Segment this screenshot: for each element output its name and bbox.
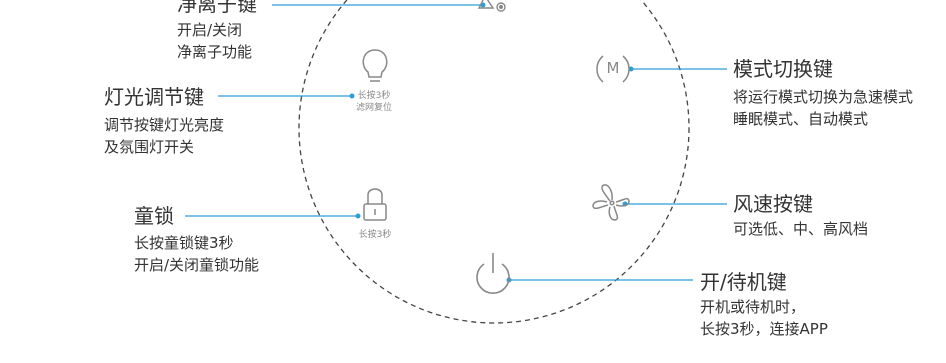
lightbulb-icon	[362, 49, 388, 82]
power-icon	[476, 253, 510, 294]
mode-icon	[596, 55, 630, 83]
ionizer-title: 净离子键	[177, 0, 257, 16]
fan-title: 风速按键	[733, 192, 813, 216]
ionizer-desc-2: 净离子功能	[177, 43, 253, 61]
mode-desc-1: 将运行模式切换为急速模式	[733, 88, 914, 106]
fan-icon	[592, 184, 630, 221]
lock-desc-1: 长按童锁键3秒	[134, 234, 234, 252]
power-title: 开/待机键	[700, 270, 787, 294]
light-desc-1: 调节按键灯光亮度	[104, 116, 225, 134]
power-desc-1: 开机或待机时，	[700, 298, 806, 316]
light-desc-2: 及氛围灯开关	[104, 138, 195, 156]
lock-icon	[363, 188, 387, 221]
power-desc-2: 长按3秒，连接APP	[700, 320, 828, 338]
light-hint-long-press: 长按3秒	[357, 91, 391, 101]
ionizer-desc-1: 开启/关闭	[177, 21, 243, 39]
lock-leader-dot	[355, 213, 361, 219]
light-hint-filter-reset: 滤网复位	[355, 103, 392, 113]
lock-desc-2: 开启/关闭童锁功能	[134, 256, 260, 274]
mode-title: 模式切换键	[733, 57, 833, 81]
light-title: 灯光调节键	[104, 85, 204, 109]
mode-icon-letter: M	[606, 59, 620, 77]
mode-desc-2: 睡眠模式、自动模式	[733, 110, 869, 128]
ionizer-icon	[477, 0, 506, 12]
lock-title: 童锁	[134, 204, 174, 228]
fan-desc-1: 可选低、中、高风档	[733, 220, 869, 238]
panel-dashed-circle	[298, 0, 690, 324]
lock-hint-long-press: 长按3秒	[358, 230, 392, 240]
light-leader-dot	[349, 93, 355, 99]
